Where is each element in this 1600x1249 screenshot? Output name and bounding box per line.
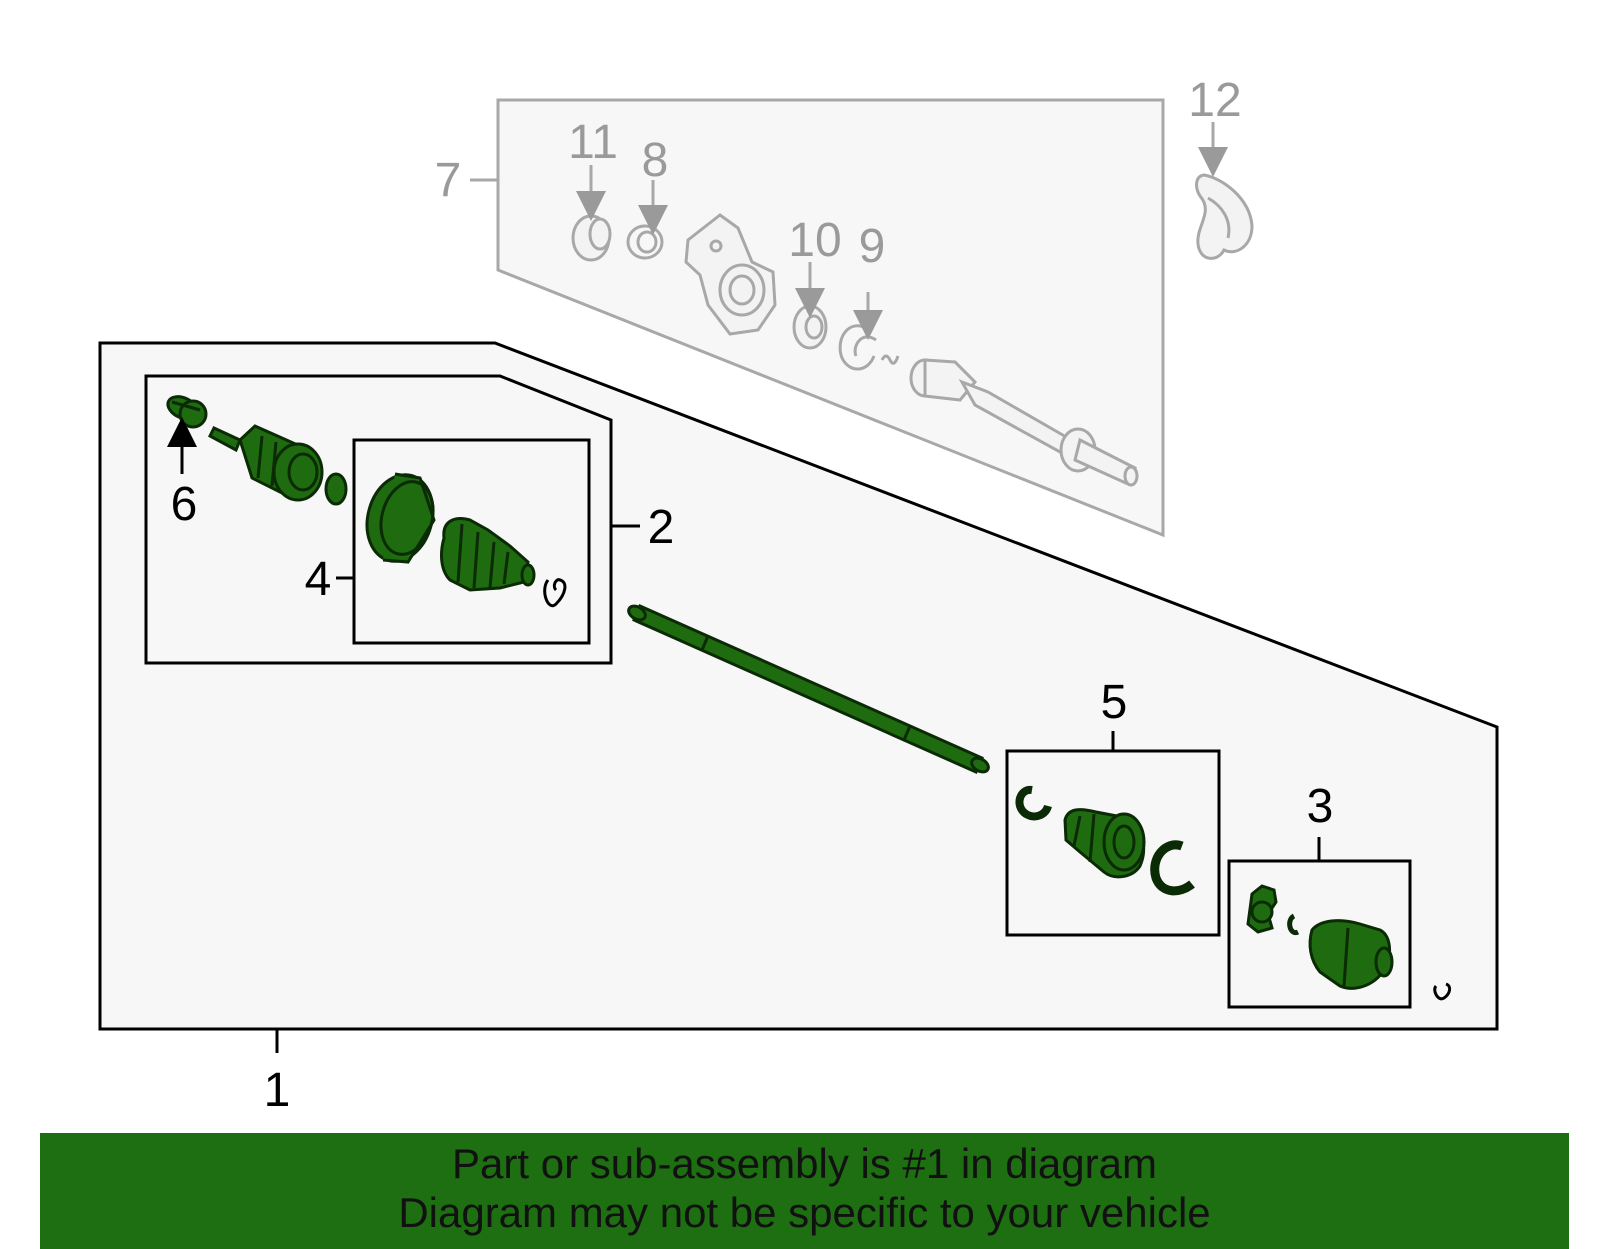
ghost-parts-group-7: 7 11 8 10 9 12 (435, 74, 1254, 538)
inner-boot-kit-5 (1015, 785, 1195, 896)
callout-4: 4 (305, 553, 332, 606)
callout-10: 10 (788, 214, 841, 267)
callout-7: 7 (435, 154, 462, 207)
callout-3: 3 (1307, 780, 1334, 833)
callout-5: 5 (1101, 676, 1128, 729)
group-outline-4 (352, 438, 591, 645)
callout-6: 6 (171, 478, 198, 531)
outer-cv-joint (208, 424, 348, 506)
ghost-clamp-12 (1195, 173, 1254, 260)
ghost-intermediate-shaft (909, 358, 1139, 487)
inner-cv-joint-3 (1246, 884, 1452, 1001)
boot-kit-4 (365, 472, 567, 608)
ghost-bracket (684, 213, 777, 336)
assembly-group-1: 1 2 3 4 5 6 (98, 341, 1499, 1117)
callout-12: 12 (1188, 74, 1241, 127)
callout-8: 8 (642, 134, 669, 187)
disclaimer-banner: Part or sub-assembly is #1 in diagram Di… (40, 1133, 1569, 1249)
ghost-bearing-10 (792, 304, 828, 350)
callout-11: 11 (568, 116, 618, 169)
callout-1: 1 (264, 1064, 291, 1117)
banner-line-2: Diagram may not be specific to your vehi… (398, 1189, 1211, 1236)
callout-9: 9 (859, 220, 886, 273)
group-outline-2 (144, 374, 613, 665)
ghost-bushing-11 (571, 214, 612, 262)
banner-line-1: Part or sub-assembly is #1 in diagram (452, 1140, 1157, 1187)
callout-2: 2 (648, 501, 675, 554)
axle-shaft (627, 604, 990, 774)
